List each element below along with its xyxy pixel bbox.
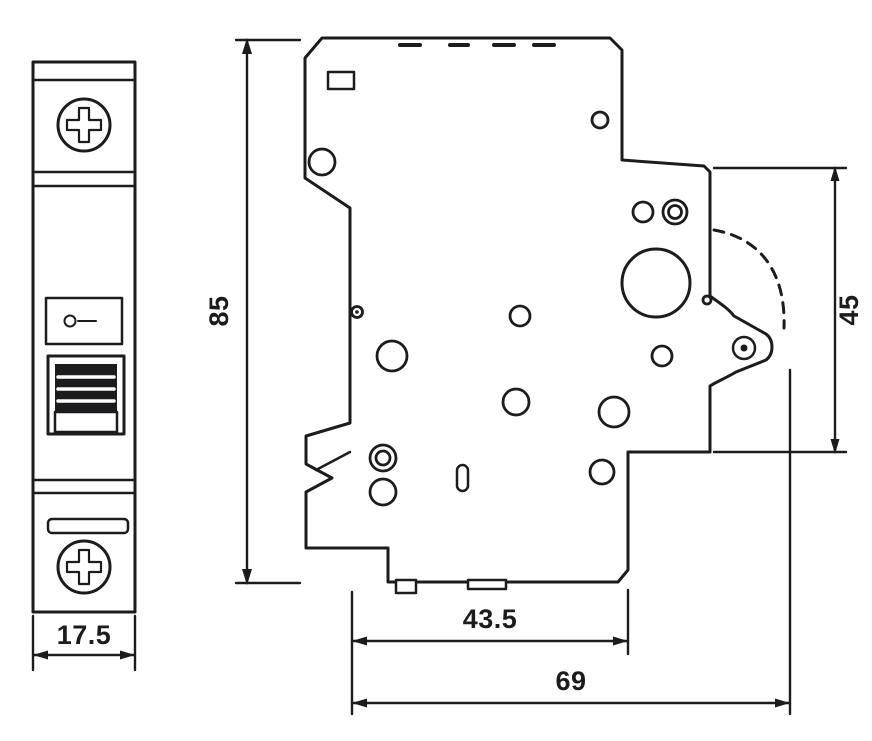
extension-lines: [31, 614, 137, 672]
dimension-front-width-label: 17.5: [57, 620, 112, 650]
lever-travel-arc: [712, 228, 786, 330]
extension-lines: [350, 588, 630, 716]
side-view: [303, 36, 786, 595]
dimension-overall-height: 85: [204, 38, 302, 585]
front-view: [31, 60, 137, 614]
rivet-circles: [307, 110, 713, 507]
dimension-overall-depth: 69: [350, 368, 792, 716]
label-window: [44, 296, 124, 346]
dimension-overall-height-label: 85: [204, 295, 234, 326]
side-body-outline: [303, 36, 774, 584]
screw-cross-icon: [65, 548, 103, 586]
extension-lines: [712, 166, 848, 454]
bottom-screw: [56, 539, 112, 595]
dimension-overall-depth-label: 69: [555, 666, 586, 696]
top-screw: [56, 97, 112, 153]
coil-circle: [620, 247, 692, 319]
dimension-handle-height: 45: [712, 166, 864, 454]
dimension-base-depth: 43.5: [350, 588, 630, 716]
dimension-front-width: 17.5: [31, 614, 137, 672]
toggle-switch: [46, 354, 126, 436]
oval-slot: [455, 463, 470, 493]
actuator-lever: [731, 335, 757, 361]
front-body-outline: [31, 60, 137, 614]
mounting-feet: [394, 578, 508, 595]
dimension-base-depth-label: 43.5: [463, 604, 518, 634]
side-top-recess: [326, 70, 356, 91]
din-rail-clip: [314, 450, 352, 472]
screw-cross-icon: [65, 106, 103, 144]
dimension-handle-height-label: 45: [834, 294, 864, 325]
front-slot: [46, 517, 130, 535]
extension-lines: [234, 38, 302, 585]
